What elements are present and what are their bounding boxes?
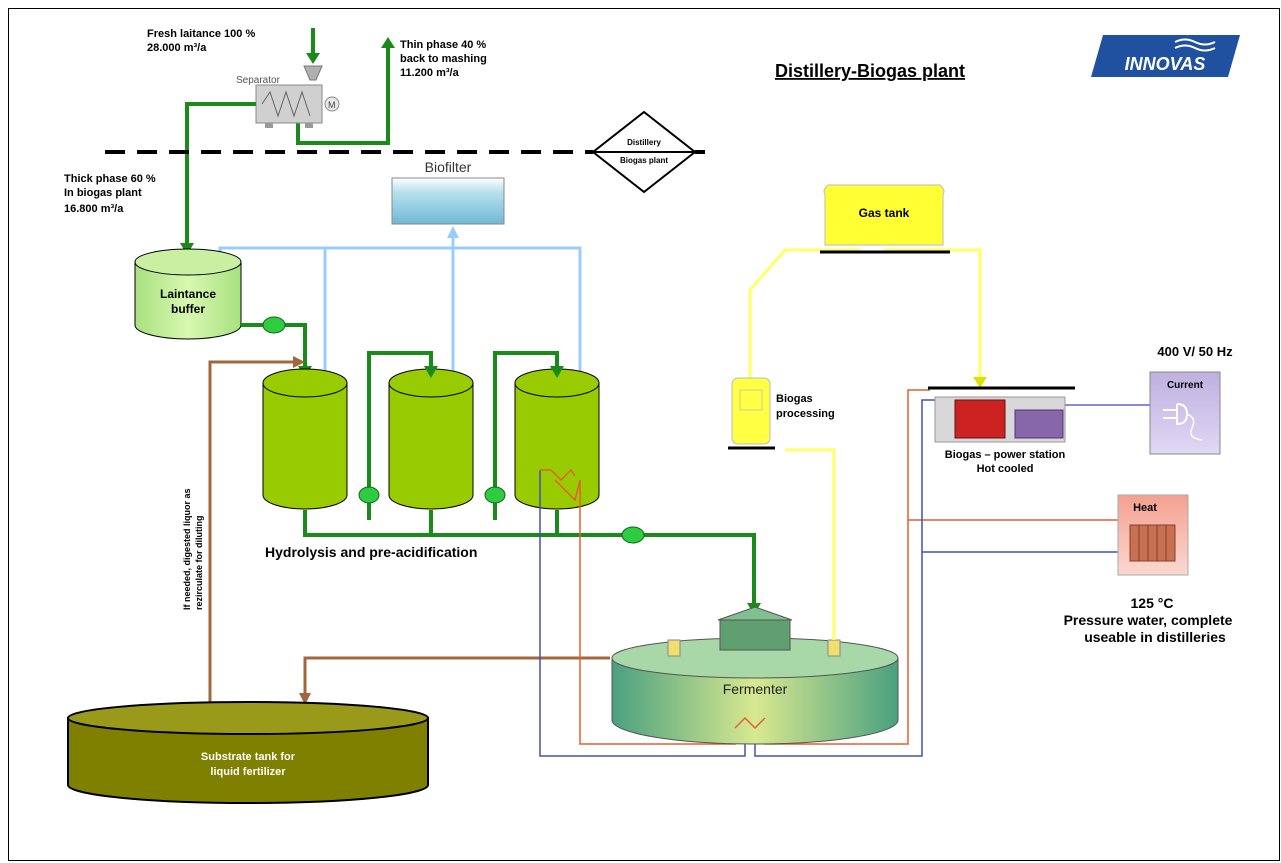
- gas-tank-label: Gas tank: [859, 206, 910, 220]
- thin-phase-label: Thin phase 40 %: [400, 39, 486, 51]
- buffer-label-line1: Laintance: [160, 287, 216, 301]
- thick-phase-destination: In biogas plant: [64, 187, 142, 199]
- thick-phase-label: Thick phase 60 %: [64, 173, 156, 185]
- thick-phase-volume: 16.800 m³/a: [64, 203, 124, 215]
- biogas-processing-label-line2: processing: [776, 408, 835, 420]
- current-label: Current: [1167, 380, 1204, 391]
- biogas-processing-label-line1: Biogas: [776, 393, 813, 405]
- biogas-processing-unit: Biogas processing: [728, 377, 835, 450]
- thin-phase-volume: 11.200 m³/a: [400, 67, 460, 79]
- distillery-label: Distillery: [627, 138, 661, 147]
- pressure-water-label-line1: Pressure water, complete: [1064, 612, 1233, 628]
- recirculation-label-line1: If needed, digested liquor as: [182, 488, 192, 610]
- fresh-laitance-volume: 28.000 m³/a: [147, 42, 207, 54]
- voltage-label: 400 V/ 50 Hz: [1157, 344, 1233, 359]
- pressure-water-label-line2: useable in distilleries: [1084, 629, 1226, 645]
- boundary-diamond: Distillery Biogas plant: [591, 110, 697, 194]
- transfer-pipes: [303, 351, 756, 605]
- substrate-label-line1: Substrate tank for: [201, 751, 296, 763]
- gas-tank: Gas tank: [820, 184, 950, 254]
- gas-pipes: [748, 248, 982, 640]
- radiator-icon: [1129, 524, 1176, 562]
- motor-label: M: [328, 100, 336, 110]
- fresh-laitance-label: Fresh laitance 100 %: [147, 28, 255, 40]
- logo-text: INNOVAS: [1125, 54, 1206, 74]
- plug-icon: [1163, 403, 1203, 441]
- pump-icon: [621, 526, 645, 544]
- biogas-plant-label: Biogas plant: [620, 156, 668, 165]
- recirculation-label-line2: rezirculate for diluting: [194, 515, 204, 610]
- power-station-label-line2: Hot cooled: [977, 463, 1034, 475]
- power-station: Biogas – power station Hot cooled: [928, 386, 1150, 475]
- innovas-logo: INNOVAS: [1091, 35, 1240, 77]
- biofilter-box: Biofilter: [391, 159, 505, 225]
- thin-phase-destination: back to mashing: [400, 53, 487, 65]
- laitance-buffer-tank: Laintance buffer: [134, 248, 242, 340]
- substrate-label-line2: liquid fertilizer: [210, 766, 286, 778]
- heat-label: Heat: [1133, 502, 1157, 514]
- page-title: Distillery-Biogas plant: [775, 61, 965, 81]
- buffer-label-line2: buffer: [171, 302, 205, 316]
- heat-box: Heat: [1117, 494, 1189, 576]
- substrate-tank: Substrate tank for liquid fertilizer: [67, 701, 429, 804]
- hydrolysis-label: Hydrolysis and pre-acidification: [265, 544, 477, 560]
- pump-icon: [484, 486, 506, 504]
- separator-machine: Separator M: [236, 65, 340, 128]
- biofilter-label: Biofilter: [425, 159, 472, 175]
- pump-icon: [358, 486, 380, 504]
- exhaust-pipes: [218, 236, 582, 380]
- power-station-label-line1: Biogas – power station: [945, 449, 1066, 461]
- separator-label: Separator: [236, 75, 281, 86]
- fermenter-tank: Fermenter: [611, 606, 899, 745]
- pump-icon: [262, 316, 286, 334]
- hydrolysis-tanks: [262, 368, 600, 510]
- current-box: Current: [1149, 371, 1221, 455]
- temperature-label: 125 °C: [1131, 595, 1174, 611]
- diagram-frame: [8, 8, 1280, 861]
- recirculation-pipes: [208, 360, 610, 710]
- fermenter-label: Fermenter: [723, 681, 788, 697]
